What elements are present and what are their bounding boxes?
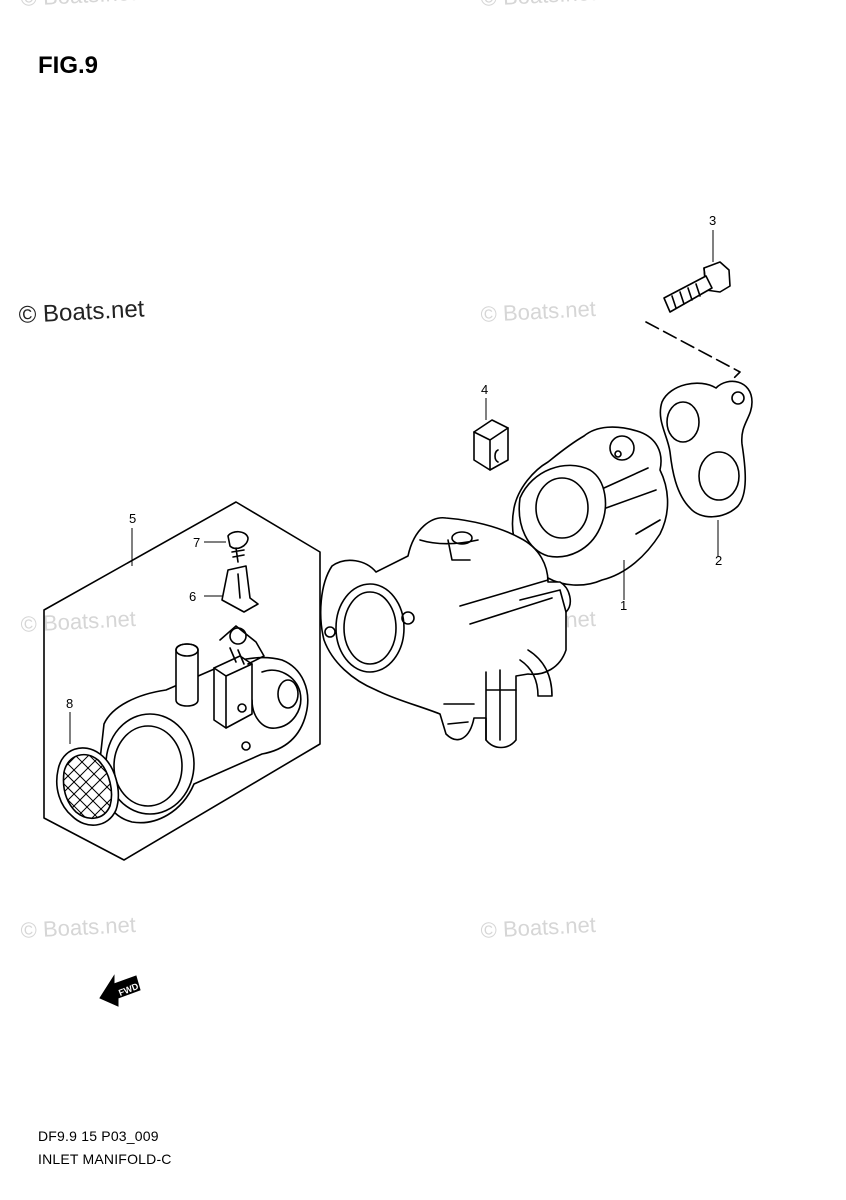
part-4-cap (473, 398, 509, 471)
figure-title: FIG.9 (38, 52, 99, 79)
callout-8: 8 (66, 696, 74, 711)
callout-1: 1 (620, 598, 628, 613)
part-3-bolt (645, 230, 741, 387)
carburetor-body (319, 517, 572, 749)
fwd-arrow-icon: FWD (99, 974, 141, 1007)
part-2-gasket (659, 380, 753, 556)
footer-model-code: DF9.9 15 P03_009 (38, 1128, 159, 1144)
callout-2: 2 (715, 553, 723, 568)
callout-7: 7 (193, 535, 201, 550)
part-8-mesh-screen (56, 712, 120, 826)
silencer-body (98, 625, 309, 824)
part-7-screw (204, 530, 249, 563)
callout-4: 4 (481, 382, 489, 397)
part-6-clamp (204, 565, 259, 613)
callout-5: 5 (129, 511, 137, 526)
footer-section-name: INLET MANIFOLD-C (38, 1151, 172, 1167)
callout-6: 6 (189, 589, 197, 604)
callout-3: 3 (709, 213, 717, 228)
part-5-silencer-box (43, 501, 321, 861)
